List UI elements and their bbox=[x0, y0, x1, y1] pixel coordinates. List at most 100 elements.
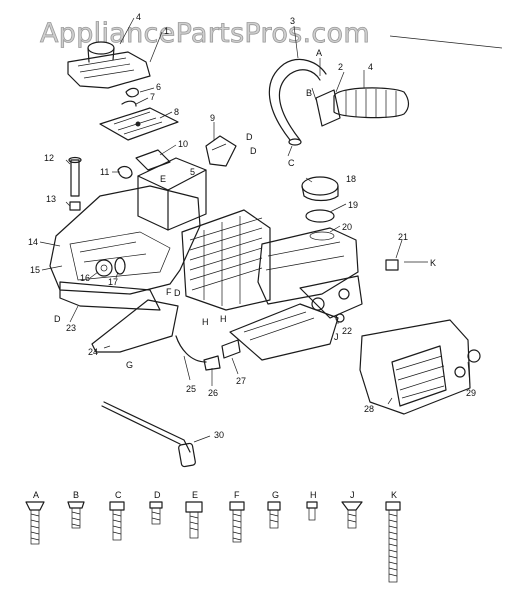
leader-lines bbox=[39, 17, 471, 443]
watermark-underline bbox=[389, 35, 503, 49]
lower-tray[interactable] bbox=[229, 303, 339, 361]
screw-c[interactable]: C bbox=[109, 490, 125, 541]
air-box[interactable] bbox=[137, 157, 207, 231]
letter-callouts: A B C D D E F G H H J K D D bbox=[54, 48, 436, 370]
callout-20: 20 bbox=[342, 222, 352, 232]
screw-a-label: A bbox=[33, 490, 39, 500]
part-23-lower-guard[interactable] bbox=[59, 281, 161, 311]
part-24-hand-guard[interactable] bbox=[91, 299, 179, 353]
part-22-screw[interactable] bbox=[335, 313, 345, 323]
callout-letter-b: B bbox=[306, 88, 312, 98]
callout-14: 14 bbox=[28, 237, 38, 247]
callout-29: 29 bbox=[466, 388, 476, 398]
screw-b[interactable]: B bbox=[67, 490, 85, 529]
part-26-boot[interactable] bbox=[203, 355, 221, 371]
screw-k[interactable]: K bbox=[385, 490, 401, 583]
callout-27: 27 bbox=[236, 376, 246, 386]
part-29-nuts[interactable] bbox=[454, 349, 481, 378]
callout-8: 8 bbox=[174, 107, 179, 117]
part-7-clip[interactable] bbox=[121, 100, 137, 107]
callout-26: 26 bbox=[208, 388, 218, 398]
screw-e[interactable]: E bbox=[185, 490, 203, 539]
part-2-bracket[interactable] bbox=[315, 89, 341, 127]
callout-18: 18 bbox=[346, 174, 356, 184]
screw-d[interactable]: D bbox=[149, 490, 163, 525]
part-3-handle-bar[interactable] bbox=[268, 59, 327, 146]
callout-5: 5 bbox=[190, 167, 195, 177]
part-1-top-cover[interactable] bbox=[67, 41, 151, 89]
part-16-knob[interactable] bbox=[95, 259, 113, 277]
screw-f[interactable]: F bbox=[229, 490, 245, 543]
screw-e-label: E bbox=[192, 490, 198, 500]
part-9-bracket[interactable] bbox=[205, 135, 237, 167]
callout-4b: 4 bbox=[368, 62, 373, 72]
part-21-nut[interactable] bbox=[385, 259, 399, 271]
callout-9: 9 bbox=[210, 113, 215, 123]
callout-13: 13 bbox=[46, 194, 56, 204]
part-27-plug[interactable] bbox=[221, 339, 241, 359]
screw-h[interactable]: H bbox=[306, 490, 318, 521]
part-18-fuel-cap[interactable] bbox=[301, 176, 339, 202]
engine-cylinder[interactable] bbox=[181, 209, 271, 311]
callout-30: 30 bbox=[214, 430, 224, 440]
callout-23: 23 bbox=[66, 323, 76, 333]
part-6-clip[interactable] bbox=[125, 87, 139, 98]
callout-4: 4 bbox=[136, 12, 141, 22]
callout-15: 15 bbox=[30, 265, 40, 275]
callout-21: 21 bbox=[398, 232, 408, 242]
callout-letter-d-3: D bbox=[54, 314, 61, 324]
screw-d-label: D bbox=[154, 490, 161, 500]
callout-10: 10 bbox=[178, 139, 188, 149]
screw-g[interactable]: G bbox=[267, 490, 281, 529]
callout-22: 22 bbox=[342, 326, 352, 336]
part-28-muffler[interactable] bbox=[359, 319, 471, 415]
callout-24: 24 bbox=[88, 347, 98, 357]
screw-h-label: H bbox=[310, 490, 317, 500]
part-20-tank-housing[interactable] bbox=[257, 227, 363, 319]
part-8-filter-plate[interactable] bbox=[99, 107, 179, 141]
part-19-gasket[interactable] bbox=[305, 209, 335, 223]
part-4-handle-grip[interactable] bbox=[333, 87, 410, 119]
callout-letter-a: A bbox=[316, 48, 322, 58]
part-12-bolt[interactable] bbox=[68, 156, 82, 197]
screw-c-label: C bbox=[115, 490, 122, 500]
callout-16: 16 bbox=[80, 273, 90, 283]
callout-letter-g: G bbox=[126, 360, 133, 370]
callout-letter-e: E bbox=[160, 174, 166, 184]
callout-letter-d-2: D bbox=[250, 146, 257, 156]
part-30-spark-plug-wrench[interactable] bbox=[101, 401, 196, 468]
callout-6: 6 bbox=[156, 82, 161, 92]
watermark-text: AppliancePartsPros.com bbox=[40, 18, 370, 49]
callout-letter-j: J bbox=[334, 332, 339, 342]
callout-19: 19 bbox=[348, 200, 358, 210]
callout-25: 25 bbox=[186, 384, 196, 394]
callout-letter-d-top: D bbox=[246, 132, 253, 142]
part-25-wire[interactable] bbox=[175, 335, 207, 363]
callout-letter-k: K bbox=[430, 258, 436, 268]
callout-letter-d-4: D bbox=[174, 288, 181, 298]
callout-1: 1 bbox=[164, 26, 169, 36]
part-14-housing[interactable] bbox=[49, 185, 201, 295]
screw-legend: A B C D E bbox=[25, 490, 401, 583]
part-13-nut[interactable] bbox=[69, 201, 81, 211]
callout-17: 17 bbox=[108, 277, 118, 287]
screw-k-label: K bbox=[391, 490, 397, 500]
part-10-intake[interactable] bbox=[135, 149, 171, 171]
callout-28: 28 bbox=[364, 404, 374, 414]
screw-j-label: J bbox=[350, 490, 355, 500]
callout-letter-h: H bbox=[202, 317, 209, 327]
part-number-labels: 4 1 6 7 8 9 10 11 12 13 14 15 16 17 18 1… bbox=[28, 12, 476, 440]
callout-2: 2 bbox=[338, 62, 343, 72]
part-17-ring[interactable] bbox=[114, 257, 126, 275]
screw-f-label: F bbox=[234, 490, 240, 500]
callout-12: 12 bbox=[44, 153, 54, 163]
callout-letter-f: F bbox=[166, 287, 172, 297]
screw-b-label: B bbox=[73, 490, 79, 500]
part-11-grommet[interactable] bbox=[117, 165, 133, 179]
screw-g-label: G bbox=[272, 490, 279, 500]
screw-a[interactable]: A bbox=[25, 490, 45, 545]
screw-j[interactable]: J bbox=[341, 490, 363, 529]
callout-7: 7 bbox=[150, 92, 155, 102]
